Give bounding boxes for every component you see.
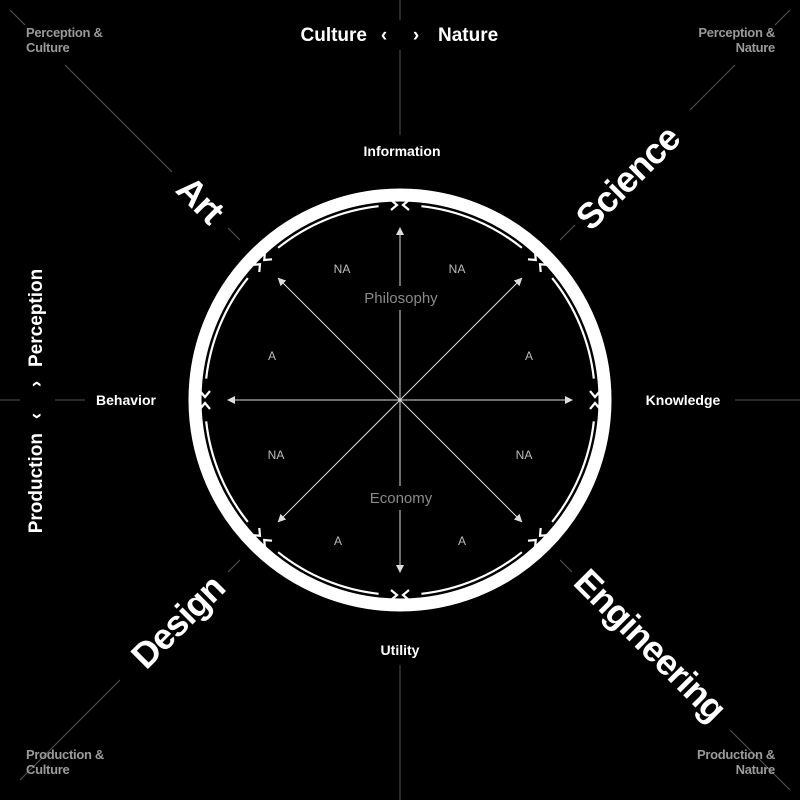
diag-br-a — [559, 559, 573, 573]
center-label-economy: Economy — [370, 490, 433, 507]
corner-label-top-left: Perception &Culture — [26, 25, 103, 55]
sector-label: A — [525, 349, 533, 363]
diag-bl-a — [227, 559, 241, 573]
chevron-left-icon: ‹ — [381, 25, 387, 46]
economy-bg — [360, 486, 442, 510]
philosophy-bg — [355, 286, 447, 310]
corner-label-bottom-left: Production &Culture — [26, 747, 104, 777]
sector-label: NA — [268, 448, 285, 462]
cycle-arc — [421, 551, 523, 595]
axis-label-production: Production — [26, 433, 47, 533]
sector-label: A — [334, 534, 342, 548]
cycle-node-chevron-icon — [199, 390, 211, 410]
discipline-art: Art — [169, 168, 233, 232]
pole-behavior: Behavior — [96, 392, 156, 408]
diag-tl-a — [9, 9, 26, 26]
cycle-node-chevron-icon — [390, 199, 410, 211]
discipline-engineering: Engineering — [566, 560, 734, 728]
diag-tl-b — [64, 64, 173, 173]
diag-tr-c — [559, 224, 576, 241]
sector-label: NA — [449, 262, 466, 276]
sector-label: A — [458, 534, 466, 548]
corner-label-bottom-right: Production &Nature — [697, 747, 775, 777]
spoke-arrow — [277, 277, 401, 401]
discipline-design: Design — [123, 567, 233, 677]
cycle-arc — [551, 421, 595, 523]
chevron-right-icon: › — [413, 25, 419, 46]
sector-label: A — [268, 349, 276, 363]
outer-ring — [188, 188, 612, 612]
cycle-node-chevron-icon — [390, 589, 410, 601]
pole-information: Information — [364, 143, 441, 159]
chevron-right-icon: › — [26, 381, 47, 387]
pole-utility: Utility — [381, 642, 420, 658]
diag-tl-c — [227, 227, 241, 241]
diag-br-b — [729, 729, 791, 791]
axis-label-nature: Nature — [438, 25, 498, 46]
cycle-arc — [277, 551, 379, 595]
cycle-node-chevron-icon — [527, 527, 548, 548]
sector-label: NA — [334, 262, 351, 276]
axis-label-culture: Culture — [301, 25, 368, 46]
cycle-arc — [421, 205, 523, 249]
cycle-arc — [277, 205, 379, 249]
discipline-science: Science — [568, 118, 688, 238]
sector-label: NA — [516, 448, 533, 462]
cycle-arc — [551, 277, 595, 379]
axis-label-perception: Perception — [26, 269, 47, 367]
sector-labels: NA NA A NA A A NA A — [268, 262, 533, 548]
cycle-node-chevron-icon — [527, 252, 548, 273]
diag-tr-a — [774, 9, 791, 26]
center-label-philosophy: Philosophy — [364, 290, 438, 307]
pole-knowledge: Knowledge — [646, 392, 721, 408]
cycle-node-chevron-icon — [252, 252, 273, 273]
diag-bl-b — [19, 679, 121, 781]
cycle-arc — [205, 277, 249, 379]
diag-tr-b — [689, 64, 736, 111]
spoke-arrow — [399, 277, 523, 401]
cycle-node-chevron-icon — [589, 390, 601, 410]
corner-label-top-right: Perception &Nature — [698, 25, 775, 55]
spoke-arrow — [277, 399, 401, 523]
cycle-arc — [205, 421, 249, 523]
spoke-arrow — [399, 399, 523, 523]
chevron-left-icon: ‹ — [26, 413, 47, 419]
inner-cycle — [199, 199, 601, 601]
left-axis: Perception › ‹ Production — [26, 269, 47, 533]
cycle-node-chevron-icon — [252, 527, 273, 548]
